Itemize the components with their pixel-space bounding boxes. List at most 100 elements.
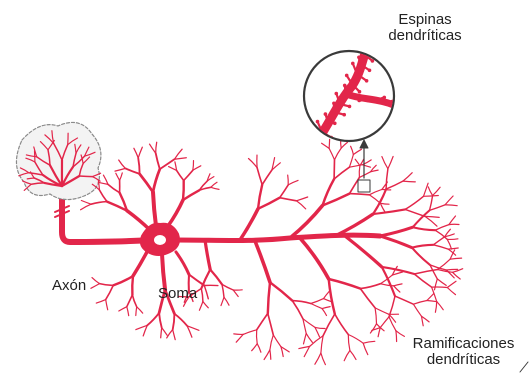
dendritic-branch [369,195,380,204]
soma-dendrite [108,184,120,192]
dendritic-branch [413,227,435,230]
dendritic-branch [322,143,330,148]
dendritic-branch [329,279,335,314]
spine-head [373,99,377,103]
dendritic-branch [449,216,456,225]
dendritic-branch [344,351,350,361]
dendritic-branch [300,238,329,279]
soma-dendrite [211,187,219,189]
dendritic-branch [335,148,342,160]
soma-dendrite [183,181,184,201]
dendritic-branch [201,289,203,302]
dendritic-branches-label-line2: dendríticas [396,352,531,368]
soma-dendrite [177,170,184,180]
spine-head [357,56,361,60]
dendritic-branch [243,330,257,335]
dendritic-branch [240,209,258,240]
dendritic-branch [351,146,354,154]
spine-head [348,105,352,109]
dendritic-branch [447,239,458,240]
axon-terminal-branch [79,176,92,177]
dendritic-branch [315,353,321,364]
soma-dendrite [138,158,139,174]
soma-dendrite [132,276,133,295]
soma-dendrite [120,173,123,181]
dendritic-branch [199,302,203,311]
dendritic-branch [290,206,323,239]
dendritic-branch [292,301,303,319]
dendritic-branch [363,343,368,354]
soma-dendrite [161,328,162,338]
soma-dendrite [133,250,148,276]
soma-nucleus [154,235,166,245]
dendritic-branches-label: Ramificaciones dendríticas [396,336,531,368]
dendritic-branch [348,335,350,351]
spine-head [357,99,361,103]
soma-dendrite [176,252,189,275]
spine-head [368,69,372,73]
dendritic-branch [224,297,229,305]
soma-dendrite [174,158,186,160]
soma-dendrite [137,307,143,313]
dendritic-branch [360,284,380,289]
soma-dendrite [125,168,139,174]
dendritic-branch [304,333,307,344]
dendritic-branch [353,149,361,154]
dendritic-branch [321,336,323,353]
dendritic-branch [205,240,210,270]
soma-dendrite [115,168,125,171]
dendritic-branch [447,288,455,295]
dendritic-branch [210,270,222,285]
dendritic-branch [322,309,326,316]
spine-head [345,91,349,95]
soma-dendrite [150,144,156,153]
dendritic-branch [296,201,305,209]
dendritic-branch [315,327,320,337]
soma-dendrite [174,314,187,326]
soma-dendrite [100,284,114,286]
soma-dendrite [106,300,108,310]
dendritic-branch [412,248,430,265]
dendritic-branch [378,328,380,337]
spine-head [363,96,367,100]
soma-dendrite [156,153,160,169]
soma-dendrite [96,300,105,304]
soma-dendrite [91,202,107,205]
soma-dendrite [162,328,167,336]
soma-dendrite [136,307,137,316]
dendritic-branch [252,344,258,351]
soma-dendrite [113,276,133,285]
dendritic-branch [405,196,423,209]
spine-head [345,74,349,78]
dendritic-branch [413,304,421,316]
dendritic-branch [437,279,446,286]
dendritic-branch [270,350,271,360]
dendritic-branch [334,167,349,179]
dendritic-branch [304,346,309,356]
soma-dendrite [168,200,183,226]
spine-head [343,84,347,88]
spine-head [324,112,328,116]
spine-head [335,92,339,96]
dendritic-branch [446,269,457,270]
dendritic-branch [288,180,298,185]
dendritic-branch [412,245,434,248]
dendritic-branch [292,301,311,304]
dendritic-branch [221,297,224,305]
dendritic-spines-label: Espinas dendríticas [380,12,470,44]
dendritic-branch [345,236,382,267]
dendritic-branch [435,279,438,290]
spine-head [371,59,375,63]
soma-dendrite [159,313,162,328]
spine-head [365,79,369,83]
soma-dendrite [138,147,142,158]
dendritic-branch [445,196,453,205]
dendritic-branch [268,313,274,335]
dendritic-branch [355,159,360,166]
dendritic-branch [329,279,361,289]
dendritic-branch [258,185,262,209]
dendritic-branch [257,344,261,353]
dendritic-branch [264,350,270,360]
dendritic-branch [323,314,335,336]
